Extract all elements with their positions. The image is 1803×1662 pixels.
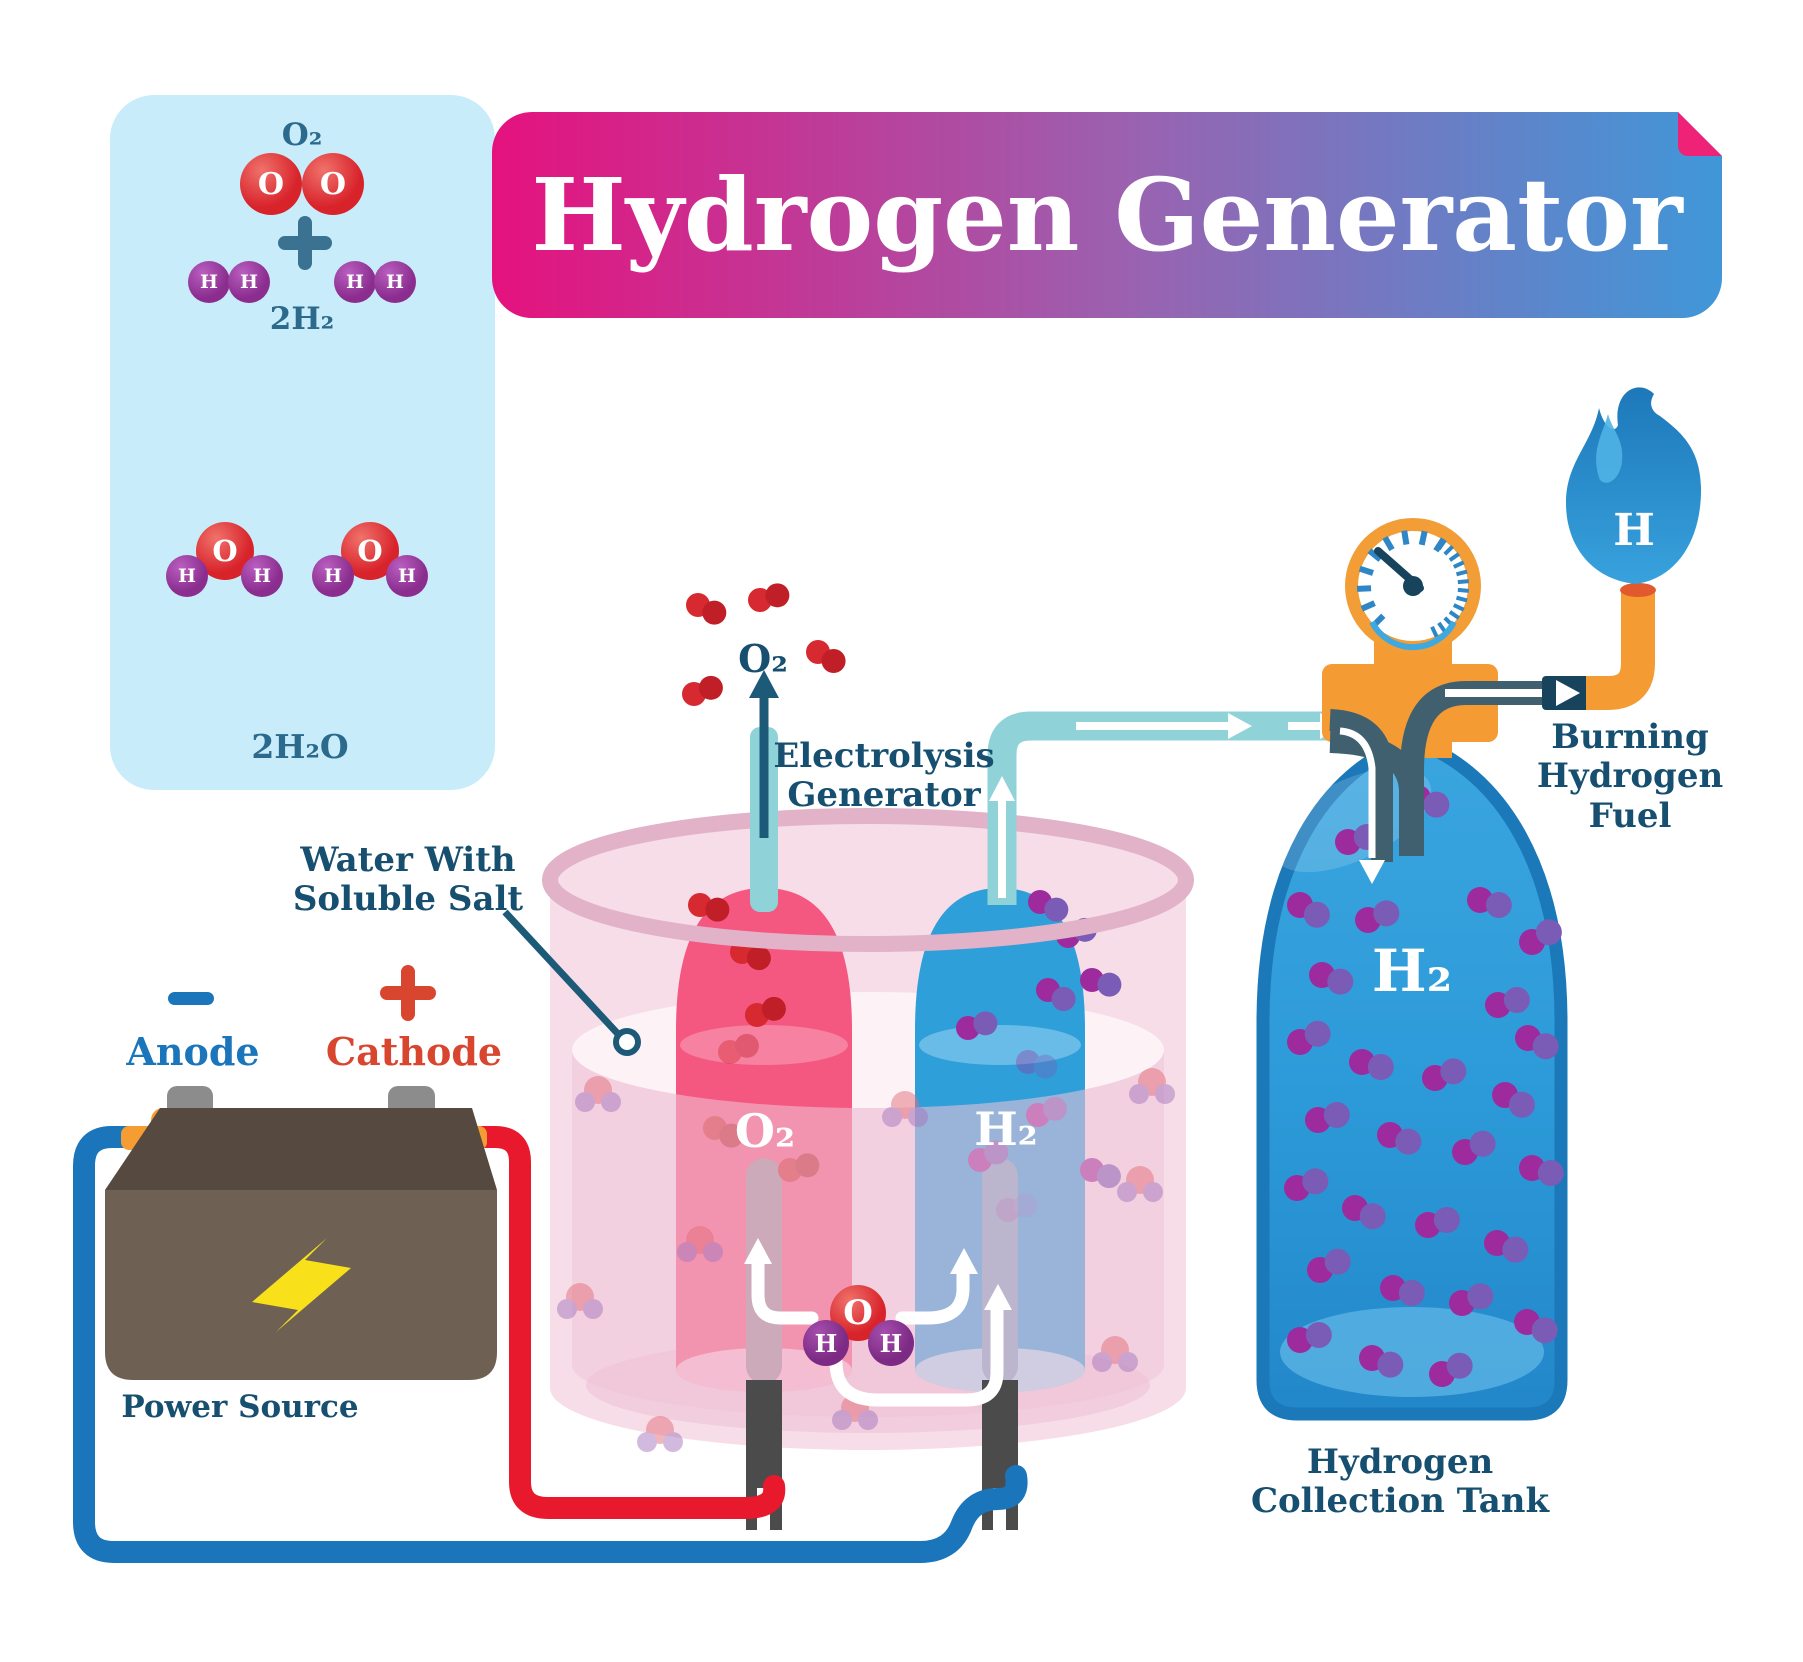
- oxygen-atom: O: [341, 522, 399, 580]
- blue-anode-wire: [73, 1126, 1028, 1563]
- h2-tube-label: H₂: [974, 1102, 1038, 1156]
- hydrogen-atom: H: [386, 555, 428, 597]
- red-cathode-wire: [444, 1126, 786, 1519]
- power-source-label: Power Source: [121, 1389, 359, 1425]
- panel-2h2o-label: 2H₂O: [251, 727, 349, 766]
- water-molecules-in-bath: [557, 1068, 1175, 1452]
- inlet-pipes: [1329, 681, 1556, 884]
- h2-bubbles: [1284, 785, 1564, 1387]
- battery: [105, 1086, 497, 1380]
- panel-o2-label: O₂: [281, 117, 323, 153]
- water-molecule-hydrogen: H: [868, 1320, 914, 1366]
- hydrogen-atom: H: [241, 555, 283, 597]
- o2-vent-tube: [749, 670, 779, 912]
- hydrogen-collection-tank: [1256, 733, 1568, 1421]
- panel-2h2-label: 2H₂: [269, 301, 335, 337]
- hydrogen-flame-icon: [1566, 387, 1702, 584]
- h2-transfer-pipe: [987, 711, 1344, 905]
- page-title: Hydrogen Generator: [531, 156, 1683, 274]
- hydrogen-atom: H: [166, 555, 208, 597]
- escaping-o2-molecules: [682, 583, 846, 706]
- electrolysis-bath: [542, 808, 1194, 1530]
- circuit-wires: [73, 1126, 1028, 1563]
- oxygen-atom: O: [302, 153, 364, 215]
- battery-bolt-icon: [252, 1238, 351, 1332]
- flame-h-label: H: [1613, 505, 1655, 556]
- gauge-ticks: [1356, 530, 1469, 638]
- hydrogen-atom: H: [188, 261, 230, 303]
- pressure-gauge: [1345, 518, 1481, 654]
- o2-vent-label: O₂: [738, 636, 788, 681]
- reaction-equation-panel: [110, 95, 495, 790]
- water-molecule-hydrogen: H: [803, 1320, 849, 1366]
- burner-pipe: [1542, 583, 1656, 710]
- splitting-arrows: [744, 1238, 1012, 1407]
- title-banner: [492, 112, 1722, 318]
- o2-tube-label: O₂: [734, 1104, 796, 1158]
- hydrogen-atom: H: [228, 261, 270, 303]
- hydrogen-atom: H: [334, 261, 376, 303]
- label-pointer: [502, 909, 641, 1056]
- hydrogen-atom: H: [312, 555, 354, 597]
- tank-h2-label: H₂: [1371, 937, 1453, 1005]
- oxygen-atom: O: [240, 153, 302, 215]
- hydrogen-atom: H: [374, 261, 416, 303]
- cathode-label: Cathode: [325, 1029, 503, 1074]
- anode-label: Anode: [126, 1029, 260, 1074]
